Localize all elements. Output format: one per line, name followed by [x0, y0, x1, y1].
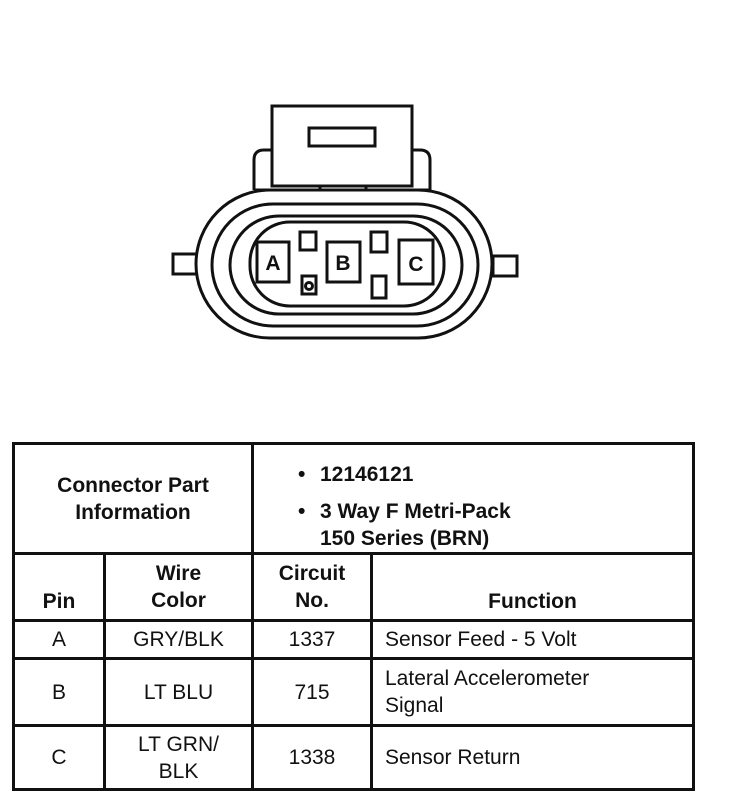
cell-circuit: 1338: [251, 724, 373, 791]
cell-function: Sensor Feed - 5 Volt: [370, 619, 695, 660]
header-function-label: Function: [488, 590, 577, 613]
bullet: •: [298, 500, 306, 523]
connector-face: [248, 220, 446, 308]
part-number-list: • 12146121 • 3 Way F Metri-Pack 150 Seri…: [254, 445, 692, 552]
pin-cavity-b: [325, 240, 362, 284]
header-wire-color-line1: Wire: [155, 562, 202, 585]
connector-diagram: A B C: [171, 104, 519, 340]
connector-shoulder-left: [252, 148, 272, 190]
part-number-item: • 12146121: [298, 461, 692, 488]
connector-pinout-table: Connector Part Information • 12146121 • …: [12, 442, 695, 791]
part-number-line: 150 Series (BRN): [320, 527, 490, 550]
function-line: Signal: [385, 694, 444, 717]
connector-ear-left: [171, 252, 199, 276]
header-wire-color-line2: Color: [151, 589, 206, 612]
part-info-row: Connector Part Information • 12146121 • …: [12, 442, 695, 555]
connector-ear-right: [491, 254, 519, 278]
header-circuit: Circuit No.: [251, 552, 373, 622]
key-slot-1: [298, 230, 318, 252]
bullet: •: [298, 463, 306, 486]
wire-color-line: LT BLU: [143, 680, 214, 704]
cell-wire-color: GRY/BLK: [103, 619, 254, 660]
header-circuit-line2: No.: [295, 589, 329, 612]
wire-color-line: LT GRN/: [138, 732, 219, 756]
key-slot-2-dot: [304, 281, 314, 291]
pin-cavity-a: [255, 240, 291, 284]
cell-circuit: 715: [251, 657, 373, 727]
function-line: Sensor Return: [385, 746, 521, 769]
part-number-line: 3 Way F Metri-Pack: [320, 500, 511, 523]
wire-color-line: GRY/BLK: [133, 628, 224, 651]
key-slot-4: [370, 274, 388, 300]
table-row: C LT GRN/ BLK 1338 Sensor Return: [12, 724, 695, 791]
header-wire-color: Wire Color: [103, 552, 254, 622]
part-number-line: 12146121: [320, 463, 414, 486]
function-line: Lateral Accelerometer: [385, 667, 590, 690]
pin-cavity-c: [397, 238, 435, 286]
header-function: Function: [370, 552, 695, 622]
cell-pin: B: [12, 657, 106, 727]
key-slot-2: [300, 274, 318, 296]
cell-wire-color: LT GRN/ BLK: [103, 724, 254, 791]
pin-label-b: B: [335, 252, 350, 275]
part-info-label-line2: Information: [75, 500, 191, 524]
cell-wire-color: LT BLU: [103, 657, 254, 727]
cell-function: Sensor Return: [370, 724, 695, 791]
cell-pin: C: [12, 724, 106, 791]
part-info-values: • 12146121 • 3 Way F Metri-Pack 150 Seri…: [251, 442, 695, 555]
cell-circuit: 1337: [251, 619, 373, 660]
connector-shoulder-right: [412, 148, 432, 190]
connector-lock-slot: [307, 126, 377, 148]
table-row: A GRY/BLK 1337 Sensor Feed - 5 Volt: [12, 619, 695, 660]
part-number-item: • 3 Way F Metri-Pack 150 Series (BRN): [298, 498, 692, 552]
part-info-label: Connector Part Information: [12, 442, 254, 555]
header-pin-label: Pin: [42, 590, 76, 613]
part-info-label-line1: Connector Part: [57, 473, 209, 497]
connector-body-ring: [210, 202, 480, 328]
connector-body-inner: [228, 214, 464, 316]
pin-label-a: A: [265, 252, 280, 275]
cell-pin: A: [12, 619, 106, 660]
table-row: B LT BLU 715 Lateral Accelerometer Signa…: [12, 657, 695, 727]
wire-color-line: BLK: [158, 759, 199, 783]
cell-function: Lateral Accelerometer Signal: [370, 657, 695, 727]
key-slot-3: [369, 230, 389, 254]
function-line: Sensor Feed - 5 Volt: [385, 628, 577, 651]
header-circuit-line1: Circuit: [278, 562, 346, 585]
header-pin: Pin: [12, 552, 106, 622]
pin-label-c: C: [408, 253, 423, 276]
column-header-row: Pin Wire Color Circuit No. Function: [12, 552, 695, 622]
